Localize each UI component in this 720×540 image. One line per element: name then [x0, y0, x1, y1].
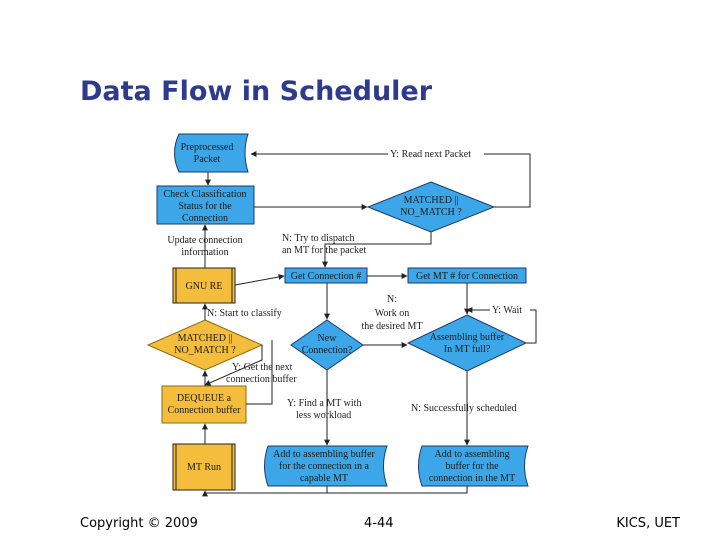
update-conn-label-1: Update connection [167, 235, 242, 246]
edge-get-next-1: Y: Get the next [232, 362, 293, 373]
edge-find-mt-1: Y: Find a MT with [287, 398, 361, 409]
check-classification-node [156, 185, 255, 225]
edge-start-classify: N: Start to classify [207, 308, 282, 319]
edge-work-on-1: N: [387, 294, 397, 305]
edge-read-next: Y: Read next Packet [390, 149, 471, 160]
edge-get-next-2: connection buffer [226, 374, 297, 385]
matched-decision-left [146, 319, 264, 371]
preprocessed-packet-node [174, 133, 249, 173]
edge-wait: Y: Wait [492, 305, 522, 316]
check-class-label-3: Connection [182, 213, 228, 224]
add-capable-label-1: Add to assembling buffer [273, 449, 375, 460]
asm-full-label-1: Assembling buffer [430, 332, 505, 343]
update-conn-label-2: information [181, 247, 228, 258]
gnu-re-node [172, 267, 236, 304]
edge-try-dispatch-1: N: Try to dispatch [282, 233, 355, 244]
edge-work-on-3: the desired MT [361, 321, 422, 332]
dequeue-label-2: Connection buffer [168, 405, 242, 416]
get-conn-label: Get Connection # [291, 271, 362, 282]
new-conn-label-2: Connection? [302, 345, 353, 356]
matched-right-label-1: MATCHED || [404, 195, 459, 206]
mt-run-label: MT Run [187, 462, 221, 473]
add-in-mt-label-2: buffer for the [445, 461, 499, 472]
footer-page-number: 4-44 [364, 516, 394, 531]
add-capable-label-2: for the connection in a [279, 461, 370, 472]
preprocessed-label-2: Packet [194, 154, 221, 165]
add-capable-label-3: capable MT [300, 473, 348, 484]
edge-try-dispatch-2: an MT for the packet [282, 245, 366, 256]
matched-left-label-1: MATCHED || [178, 333, 233, 344]
footer-organization: KICS, UET [616, 516, 680, 531]
add-in-mt-label-1: Add to assembling [435, 449, 510, 460]
get-mt-label: Get MT # for Connection [416, 271, 518, 282]
edge-find-mt-2: less workload [296, 410, 351, 421]
preprocessed-label-1: Preprocessed [181, 142, 234, 153]
dequeue-node [161, 385, 247, 424]
edge-work-on-2: Work on [375, 308, 409, 319]
edge-success: N: Successfully scheduled [411, 403, 517, 414]
dequeue-label-1: DEQUEUE a [177, 393, 232, 404]
matched-left-label-2: NO_MATCH ? [174, 345, 236, 356]
assembling-full-decision [406, 314, 528, 372]
mt-run-node [172, 443, 236, 491]
add-in-mt-node [418, 445, 529, 487]
matched-right-label-2: NO_MATCH ? [400, 207, 462, 218]
footer-copyright: Copyright © 2009 [80, 516, 198, 531]
check-class-label-2: Status for the [178, 201, 232, 212]
check-class-label-1: Check Classification [163, 189, 246, 200]
gnu-re-label: GNU RE [186, 281, 223, 292]
slide-title: Data Flow in Scheduler [80, 76, 433, 107]
asm-full-label-2: In MT full? [444, 344, 491, 355]
add-in-mt-label-3: connection in the MT [429, 473, 515, 484]
new-conn-label-1: New [318, 333, 338, 344]
add-capable-node [264, 445, 388, 487]
